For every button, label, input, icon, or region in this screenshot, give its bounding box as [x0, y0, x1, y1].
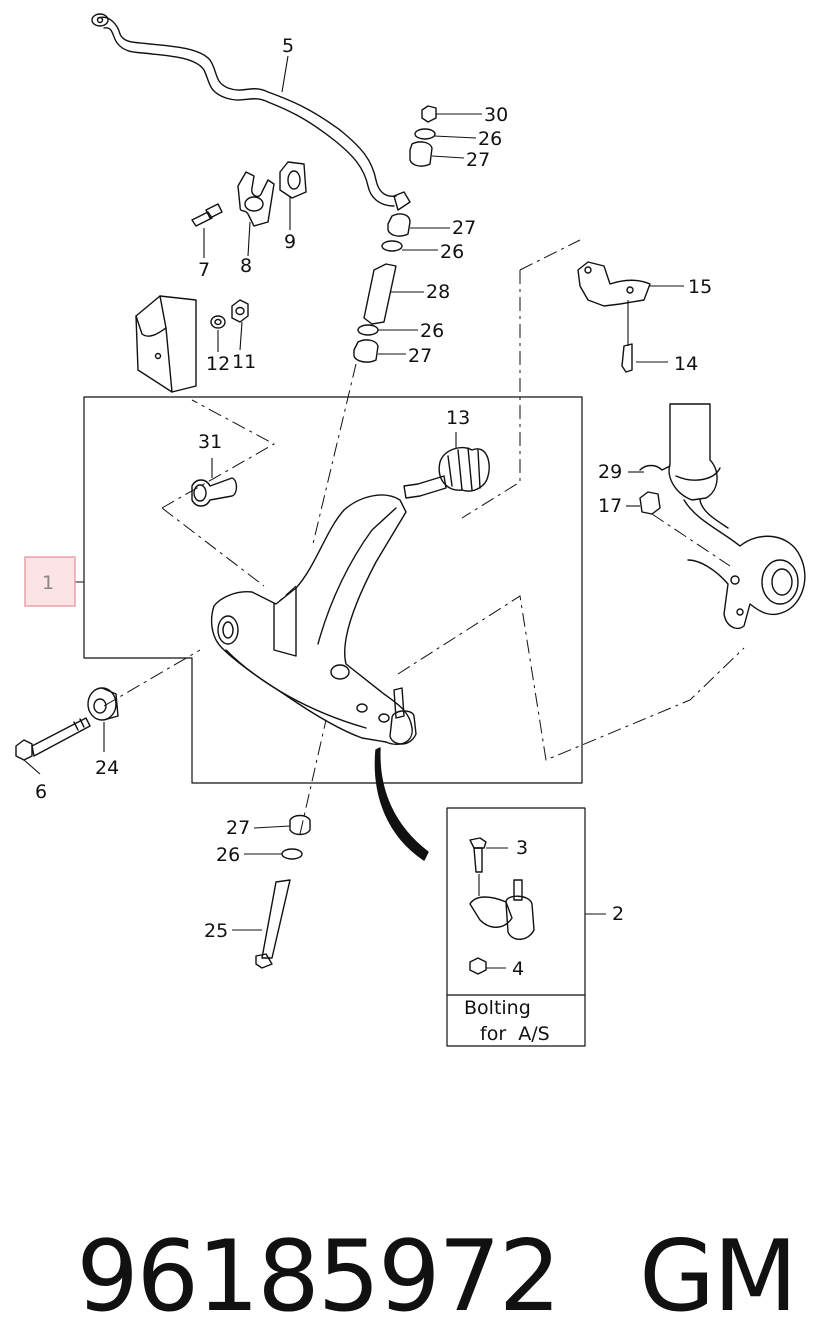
callout-7[interactable]: 7: [198, 259, 210, 281]
washer: [210, 315, 226, 329]
stabilizer-link-stack: [353, 105, 437, 363]
brand-name: GM: [639, 1220, 797, 1334]
callout-17[interactable]: 17: [598, 495, 622, 517]
nut: [231, 299, 249, 323]
subframe-bracket: [135, 295, 197, 393]
inset-ball-joint: [469, 837, 535, 975]
steering-knuckle: [668, 403, 806, 630]
stabilizer-bracket: [237, 171, 275, 227]
bracket-bolt: [191, 203, 223, 227]
inset-caption-line1: Bolting: [464, 997, 531, 1019]
clamp-bolt: [621, 343, 633, 373]
callout-26-c[interactable]: 26: [420, 320, 444, 342]
callout-26-a[interactable]: 26: [478, 128, 502, 150]
castle-nut: [639, 491, 661, 515]
exploded-parts-diagram: 1 2 3 4 5 6 7 8 9 11 12 13 14 15 17 24 2…: [15, 13, 806, 1047]
callout-26-d[interactable]: 26: [216, 844, 240, 866]
callout-31[interactable]: 31: [198, 431, 222, 453]
bolt-bushing: [87, 687, 119, 721]
callout-6[interactable]: 6: [35, 781, 47, 803]
callout-4[interactable]: 4: [512, 958, 524, 980]
part-number: 96185972: [76, 1220, 561, 1334]
stabilizer-clamp: [577, 261, 651, 307]
front-bushing: [191, 477, 238, 507]
callout-27-a[interactable]: 27: [466, 149, 490, 171]
callout-28[interactable]: 28: [426, 281, 450, 303]
callout-27-c[interactable]: 27: [408, 345, 432, 367]
stabilizer-bar: [91, 13, 411, 211]
assembly-outline: [83, 396, 583, 784]
callout-1[interactable]: 1: [42, 572, 54, 594]
part-footer: 96185972 GM: [18, 1106, 797, 1334]
link-lower-stack: [255, 814, 311, 969]
callout-8[interactable]: 8: [240, 255, 252, 277]
callout-2[interactable]: 2: [612, 903, 624, 925]
callout-11[interactable]: 11: [232, 351, 256, 373]
callout-3[interactable]: 3: [516, 837, 528, 859]
callout-25[interactable]: 25: [204, 920, 228, 942]
lower-control-arm: [210, 494, 413, 746]
callout-1-highlight: [24, 556, 76, 607]
callout-26-b[interactable]: 26: [440, 241, 464, 263]
callout-5[interactable]: 5: [282, 35, 294, 57]
callout-12[interactable]: 12: [206, 353, 230, 375]
callout-13[interactable]: 13: [446, 407, 470, 429]
rear-bushing: [403, 446, 490, 499]
front-bolt: [15, 717, 91, 761]
stabilizer-bushing: [279, 161, 307, 199]
callout-24[interactable]: 24: [95, 757, 119, 779]
callout-29[interactable]: 29: [598, 461, 622, 483]
inset-box: [446, 807, 586, 1047]
callout-9[interactable]: 9: [284, 231, 296, 253]
callout-15[interactable]: 15: [688, 276, 712, 298]
callout-27-b[interactable]: 27: [452, 217, 476, 239]
cotter-pin: [639, 464, 671, 471]
ball-joint: [389, 687, 417, 745]
callout-27-d[interactable]: 27: [226, 817, 250, 839]
callout-14[interactable]: 14: [674, 353, 698, 375]
inset-caption-line2: for A/S: [480, 1023, 550, 1045]
callout-30[interactable]: 30: [484, 104, 508, 126]
inset-pointer-arrow: [374, 747, 429, 861]
